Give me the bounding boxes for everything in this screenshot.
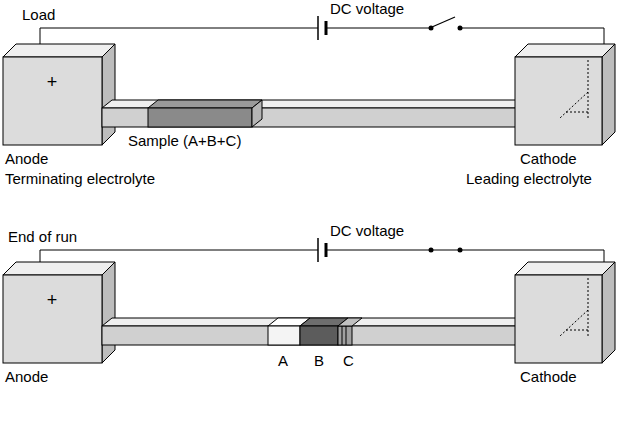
electrode-label: Anode <box>5 368 48 386</box>
anode-box: + <box>43 72 62 92</box>
electrode-label: Anode <box>5 150 48 168</box>
sample-label: Sample (A+B+C) <box>128 132 241 150</box>
voltage-label: DC voltage <box>330 0 404 18</box>
zone-label: A <box>278 352 288 370</box>
electrolyte-label: Leading electrolyte <box>466 170 592 188</box>
state-label: Load <box>22 6 55 24</box>
polarity-sign: + <box>43 72 62 92</box>
polarity-sign: + <box>43 290 62 310</box>
anode-box: + <box>43 290 62 310</box>
voltage-label: DC voltage <box>330 222 404 240</box>
electrolyte-label: Terminating electrolyte <box>5 170 155 188</box>
electrode-label: Cathode <box>520 368 577 386</box>
state-label: End of run <box>8 228 77 246</box>
zone-label: C <box>343 352 354 370</box>
electrode-label: Cathode <box>520 150 577 168</box>
zone-label: B <box>314 352 324 370</box>
